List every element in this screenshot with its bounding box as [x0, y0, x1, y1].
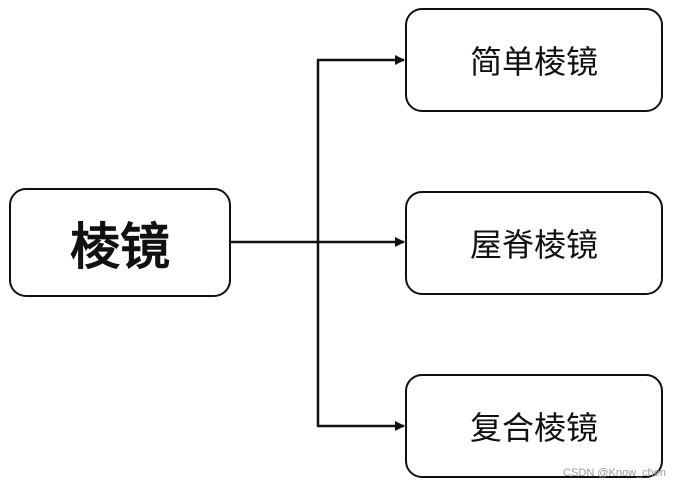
child-node-compound-prism: 复合棱镜 [405, 374, 663, 478]
watermark-text: CSDN @Know_chen [563, 467, 666, 479]
child-node-roof-prism: 屋脊棱镜 [405, 191, 663, 295]
root-node: 棱镜 [9, 188, 231, 297]
child-node-simple-prism: 简单棱镜 [405, 8, 663, 112]
child-node-label: 屋脊棱镜 [469, 226, 598, 264]
child-node-label: 复合棱镜 [469, 409, 598, 447]
child-node-label: 简单棱镜 [469, 43, 598, 81]
root-node-label: 棱镜 [70, 217, 170, 276]
